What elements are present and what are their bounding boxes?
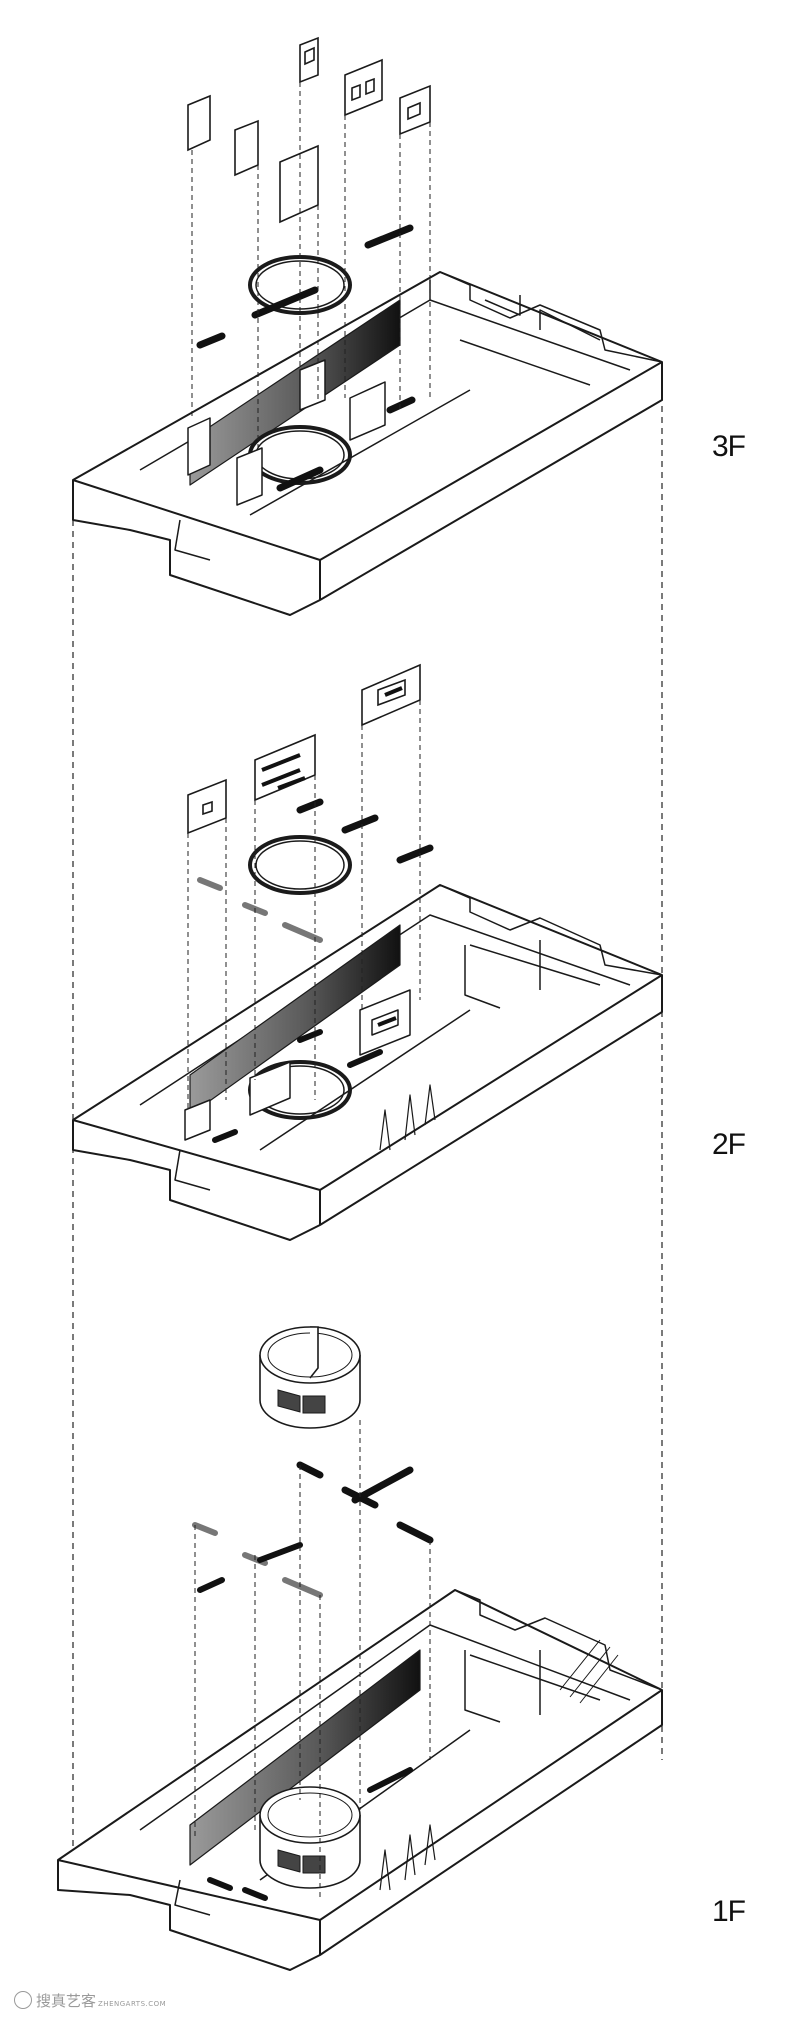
floor-2f	[72, 884, 663, 1241]
watermark-text: 搜真艺客	[36, 1992, 97, 2010]
floor-2f-walls	[139, 914, 631, 1191]
floor-1f-rotunda-float	[259, 1326, 361, 1429]
floor-1f-projection-lines	[194, 1420, 431, 1900]
floor-label-1f: 1F	[712, 1895, 746, 1928]
floor-label-2f: 2F	[712, 1128, 746, 1161]
floor-1f-exhibits	[192, 1326, 434, 1598]
floor-2f-exhibits	[187, 663, 434, 943]
floor-2f-shaded-wall	[189, 924, 401, 1116]
floor-3f	[72, 271, 663, 616]
floor-3f-exhibits	[187, 36, 431, 349]
floor-2f-ring-float	[248, 835, 352, 895]
floor-3f-projection-lines	[191, 82, 431, 450]
floor-2f-slab	[72, 884, 663, 1241]
watermark-subtext: ZHENGARTS.COM	[98, 2000, 167, 2008]
alignment-lines	[72, 395, 663, 1885]
floor-2f-projection-lines	[187, 700, 421, 1110]
floor-3f-walls	[139, 280, 631, 561]
floor-1f-rotunda	[259, 1786, 361, 1889]
watermark-logo-icon	[14, 1991, 32, 2009]
floor-label-3f: 3F	[712, 430, 746, 463]
floor-1f-shaded-wall	[189, 1649, 421, 1866]
floor-3f-slab	[72, 271, 663, 616]
